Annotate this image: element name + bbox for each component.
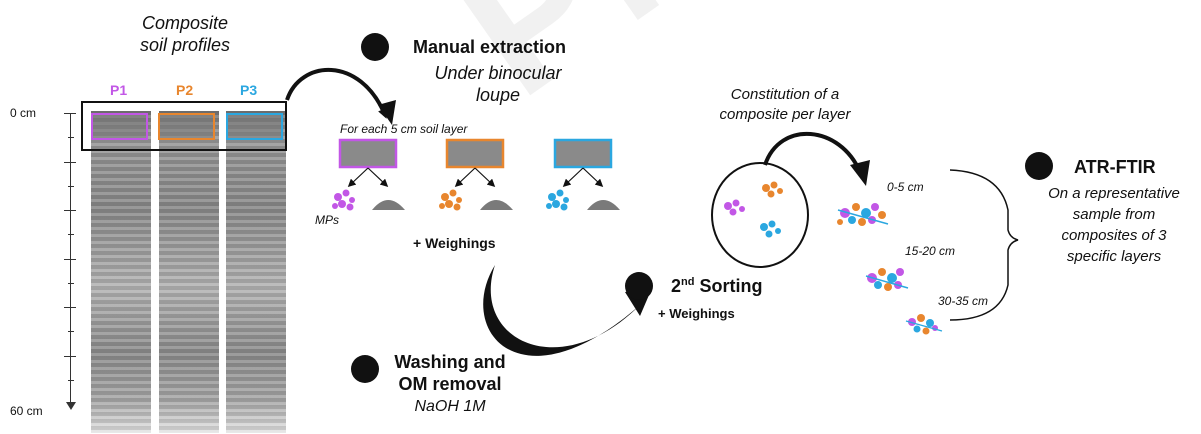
washing-title: Washing and OM removal — [385, 351, 515, 395]
layer-box-p3 — [553, 138, 613, 169]
layer-label-15-20: 15-20 cm — [905, 244, 956, 258]
profile-label-p1: P1 — [110, 82, 128, 98]
depth-tick-minor — [68, 380, 74, 381]
layer-label-30-35: 30-35 cm — [938, 294, 989, 308]
profiles-title-line1: Composite — [141, 13, 229, 33]
sorting-title-sup: nd — [681, 276, 695, 288]
depth-tick — [64, 259, 76, 260]
arrow-to-layers — [763, 131, 862, 173]
washing-title-line1: Washing and — [394, 352, 506, 372]
sorting-title: 2nd Sorting — [671, 271, 762, 297]
layer-label-0-5: 0-5 cm — [887, 180, 924, 194]
profiles-title: Composite soil profiles — [100, 12, 270, 56]
top-layer-outline — [81, 101, 287, 151]
atr-line1: On a representative — [1048, 185, 1180, 202]
extraction-subtitle-line1: Under binocular — [434, 63, 562, 83]
soil-residue-p3 — [587, 200, 620, 210]
extraction-title: Manual extraction — [413, 37, 567, 57]
soil-core-p1 — [91, 111, 151, 433]
depth-tick — [64, 307, 76, 308]
composite-caption-line2: composite per layer — [719, 106, 851, 123]
depth-axis-arrow — [66, 402, 76, 410]
mp-cluster-p1 — [332, 189, 355, 211]
composite-cluster-15-20 — [865, 268, 909, 291]
extraction-subtitle: Under binocular loupe — [398, 62, 598, 106]
depth-axis — [70, 113, 71, 403]
depth-tick-minor — [68, 331, 74, 332]
profile-label-p2: P2 — [176, 82, 194, 98]
sorting-title-rest: Sorting — [694, 276, 763, 296]
depth-tick — [64, 356, 76, 357]
depth-tick-minor — [68, 137, 74, 138]
composite-caption: Constitution of a composite per layer — [700, 85, 870, 125]
arrow-crescent — [483, 265, 640, 356]
composite-cluster-30-35 — [905, 314, 943, 335]
extraction-subtitle-line2: loupe — [475, 85, 521, 105]
washing-title-line2: OM removal — [398, 374, 502, 394]
soil-core-p3 — [226, 111, 286, 433]
arrow-to-extraction — [285, 67, 388, 119]
atr-line3: composites of 3 — [1061, 227, 1167, 244]
layer-box-p1 — [338, 138, 398, 169]
top-layer-box-p1 — [91, 113, 148, 140]
layers-brace — [949, 169, 1019, 321]
extraction-weighings: + Weighings — [413, 235, 496, 251]
depth-tick-minor — [68, 234, 74, 235]
sorting-title-num: 2 — [671, 276, 682, 296]
top-layer-box-p2 — [158, 113, 215, 140]
washing-subtitle: NaOH 1M — [414, 398, 486, 415]
soil-core-p2 — [159, 111, 219, 433]
mp-cluster-p2 — [439, 189, 462, 211]
atr-description: On a representative sample from composit… — [1028, 183, 1200, 267]
soil-residue-p2 — [480, 200, 513, 210]
per-layer-label: For each 5 cm soil layer — [340, 122, 468, 136]
depth-tick-minor — [68, 283, 74, 284]
top-layer-box-p3 — [226, 113, 283, 140]
depth-bottom-label: 60 cm — [10, 404, 43, 418]
extraction-bullet — [361, 33, 389, 61]
depth-tick-minor — [68, 186, 74, 187]
profile-label-p3: P3 — [240, 82, 258, 98]
depth-tick — [64, 162, 76, 163]
composite-circle — [711, 162, 809, 268]
mps-label: MPs — [315, 213, 339, 227]
soil-residue-p1 — [372, 200, 405, 210]
depth-top-label: 0 cm — [10, 106, 37, 120]
composite-caption-line1: Constitution of a — [730, 86, 840, 103]
depth-tick — [64, 113, 76, 114]
atr-line2: sample from — [1072, 206, 1156, 223]
atr-line4: specific layers — [1066, 248, 1162, 265]
atr-title: ATR-FTIR — [1074, 157, 1156, 177]
mp-cluster-p3 — [546, 189, 569, 211]
composite-cluster-0-5 — [837, 203, 889, 226]
sorting-weighings: + Weighings — [658, 306, 735, 321]
depth-tick — [64, 210, 76, 211]
sorting-bullet — [625, 272, 653, 300]
atr-bullet — [1025, 152, 1053, 180]
layer-box-p2 — [445, 138, 505, 169]
profiles-title-line2: soil profiles — [139, 35, 231, 55]
washing-bullet — [351, 355, 379, 383]
